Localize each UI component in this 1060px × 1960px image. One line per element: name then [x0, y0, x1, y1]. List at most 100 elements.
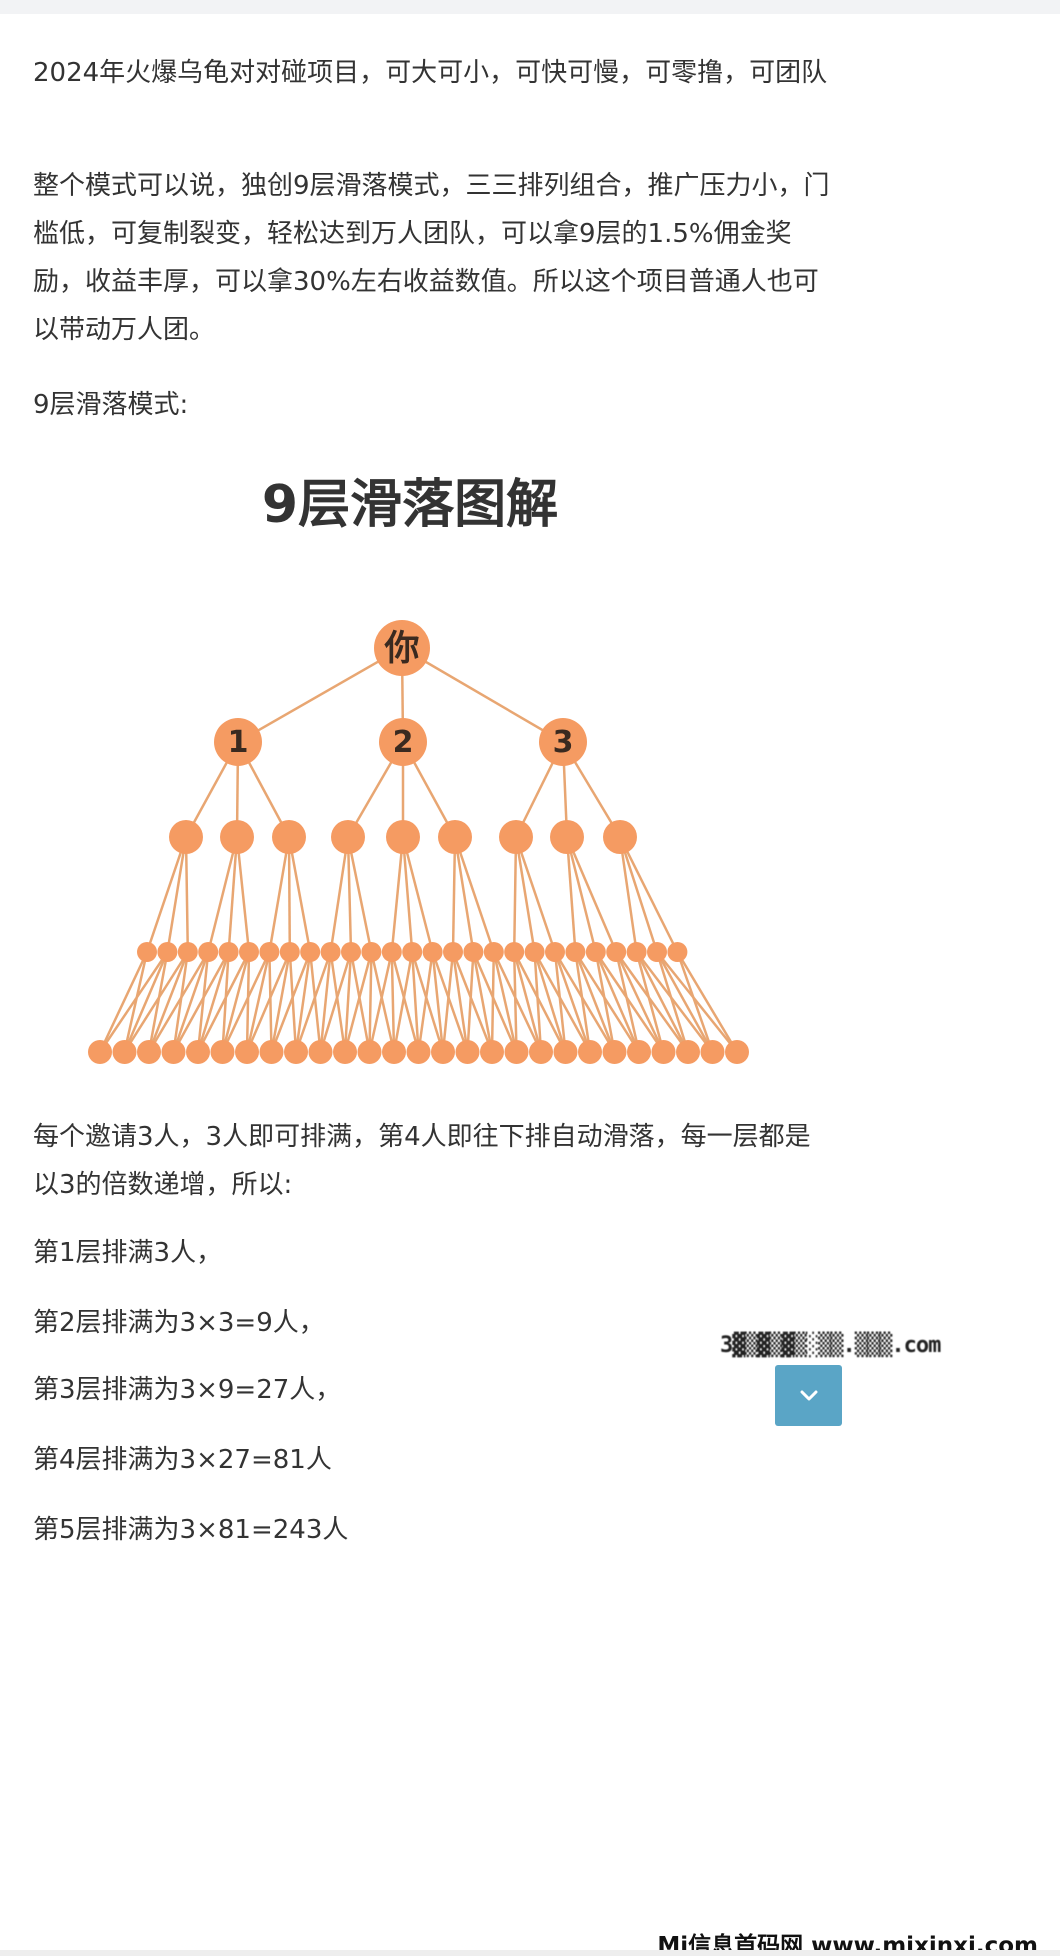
- paragraph-model-heading: 9层滑落模式:: [33, 390, 189, 420]
- tree-edge: [655, 951, 690, 1053]
- tree-level3-node: [279, 942, 300, 962]
- paragraph-level-5: 第5层排满为3×81=243人: [33, 1515, 349, 1545]
- paragraph-intro: 2024年火爆乌龟对对碰项目，可大可小，可快可慢，可零撸，可团队: [33, 58, 828, 88]
- tree-edge: [221, 951, 271, 1053]
- tree-level3-node: [647, 942, 667, 962]
- tree-edge: [172, 951, 230, 1053]
- tree-edge: [268, 836, 291, 953]
- tree-edge: [294, 951, 332, 1053]
- tree-level4-node: [578, 1040, 602, 1064]
- tree-edge: [221, 951, 251, 1053]
- tree-level2-node: [272, 820, 306, 854]
- tree-level3-node: [545, 942, 565, 962]
- tree-level2-node: [220, 820, 254, 854]
- tree-level3-node: [463, 942, 484, 962]
- tree-edge: [492, 951, 543, 1053]
- tree-edge: [319, 951, 353, 1053]
- paragraph-level-2: 第2层排满为3×3=9人，: [33, 1308, 325, 1338]
- tree-edge: [618, 836, 638, 953]
- tree-level4-node: [137, 1040, 161, 1064]
- tree-level4-node: [88, 1040, 112, 1064]
- tree-edge: [614, 951, 641, 1053]
- tree-edge: [635, 951, 690, 1053]
- tree-edge: [574, 951, 641, 1053]
- tree-level4-node: [259, 1040, 284, 1064]
- tree-edge: [492, 951, 518, 1053]
- tree-edge: [172, 951, 210, 1053]
- tree-edge: [655, 951, 714, 1053]
- tree-edge: [268, 951, 273, 1053]
- tree-edge: [431, 951, 469, 1053]
- tree-edge: [227, 836, 239, 953]
- tree-level2-node: [499, 820, 533, 854]
- tree-edge: [553, 951, 567, 1053]
- paragraph-level-1: 第1层排满3人，: [33, 1238, 223, 1268]
- tree-edge: [565, 836, 598, 953]
- tree-level4-node: [700, 1040, 725, 1064]
- tree-edge: [472, 951, 494, 1053]
- tree-edge: [490, 951, 496, 1053]
- tree-edge: [676, 951, 714, 1053]
- tree-edge: [308, 951, 322, 1053]
- tree-edge: [512, 951, 518, 1053]
- tree-edge: [287, 836, 292, 953]
- tree-edge: [288, 951, 298, 1053]
- tree-edge: [196, 951, 210, 1053]
- tree-level4-node: [529, 1040, 553, 1064]
- tree-level1-node: [214, 718, 262, 766]
- bottom-bar: [0, 1950, 1060, 1956]
- tree-edge: [370, 951, 396, 1053]
- tree-edge: [533, 951, 592, 1053]
- tree-edge: [594, 951, 665, 1053]
- tree-edge: [401, 646, 564, 744]
- tree-edge: [245, 951, 251, 1053]
- tree-edge: [656, 951, 738, 1053]
- tree-level4-node: [357, 1040, 382, 1064]
- tree-level4-node: [406, 1040, 431, 1064]
- tree-edge: [123, 951, 149, 1053]
- tree-level4-node: [480, 1040, 504, 1064]
- tree-root-node-label: 你: [383, 629, 419, 669]
- tree-edge: [553, 951, 616, 1053]
- tree-level3-node: [524, 942, 545, 962]
- tree-edge: [431, 951, 445, 1053]
- tree-edge: [196, 951, 230, 1053]
- tree-level4-node: [210, 1040, 235, 1064]
- scroll-down-button[interactable]: [775, 1365, 842, 1426]
- tree-level4-node: [333, 1040, 357, 1064]
- paragraph-level-4: 第4层排满为3×27=81人: [33, 1445, 332, 1475]
- tree-edge: [343, 951, 353, 1053]
- tree-edge: [245, 951, 291, 1053]
- paragraph-model: 整个模式可以说，独创9层滑落模式，三三排列组合，推广压力小，门槛低，可复制裂变，…: [33, 171, 830, 345]
- tree-level4-node: [284, 1040, 308, 1064]
- tree-level4-node: [112, 1040, 137, 1064]
- tree-level4-node: [602, 1040, 627, 1064]
- tree-edge: [346, 836, 353, 953]
- tree-edge: [245, 951, 271, 1053]
- tree-edge: [565, 836, 618, 953]
- tree-level2-node: [331, 820, 365, 854]
- tree-edge: [451, 836, 457, 953]
- tree-edge: [294, 951, 312, 1053]
- tree-edge: [401, 836, 414, 953]
- tree-edge: [512, 951, 543, 1053]
- tree-level2-node: [386, 820, 420, 854]
- tree-level2-node: [550, 820, 584, 854]
- tree-edge: [533, 951, 567, 1053]
- tree-level4-node: [676, 1040, 700, 1064]
- tree-level4-node: [627, 1040, 651, 1064]
- tree-edge: [635, 951, 714, 1053]
- tree-edge: [553, 951, 592, 1053]
- tree-level4-node: [235, 1040, 259, 1064]
- tree-level4-node: [455, 1040, 480, 1064]
- tree-level3-node: [157, 942, 178, 962]
- tree-edge: [390, 951, 396, 1053]
- tree-level3-node: [422, 942, 443, 962]
- tree-level4-node: [431, 1040, 455, 1064]
- tree-edge: [368, 951, 394, 1053]
- tree-edge: [166, 836, 188, 953]
- tree-edge: [98, 951, 149, 1053]
- tree-level4-node: [725, 1040, 749, 1064]
- paragraph-level-3: 第3层排满为3×9=27人，: [33, 1375, 342, 1405]
